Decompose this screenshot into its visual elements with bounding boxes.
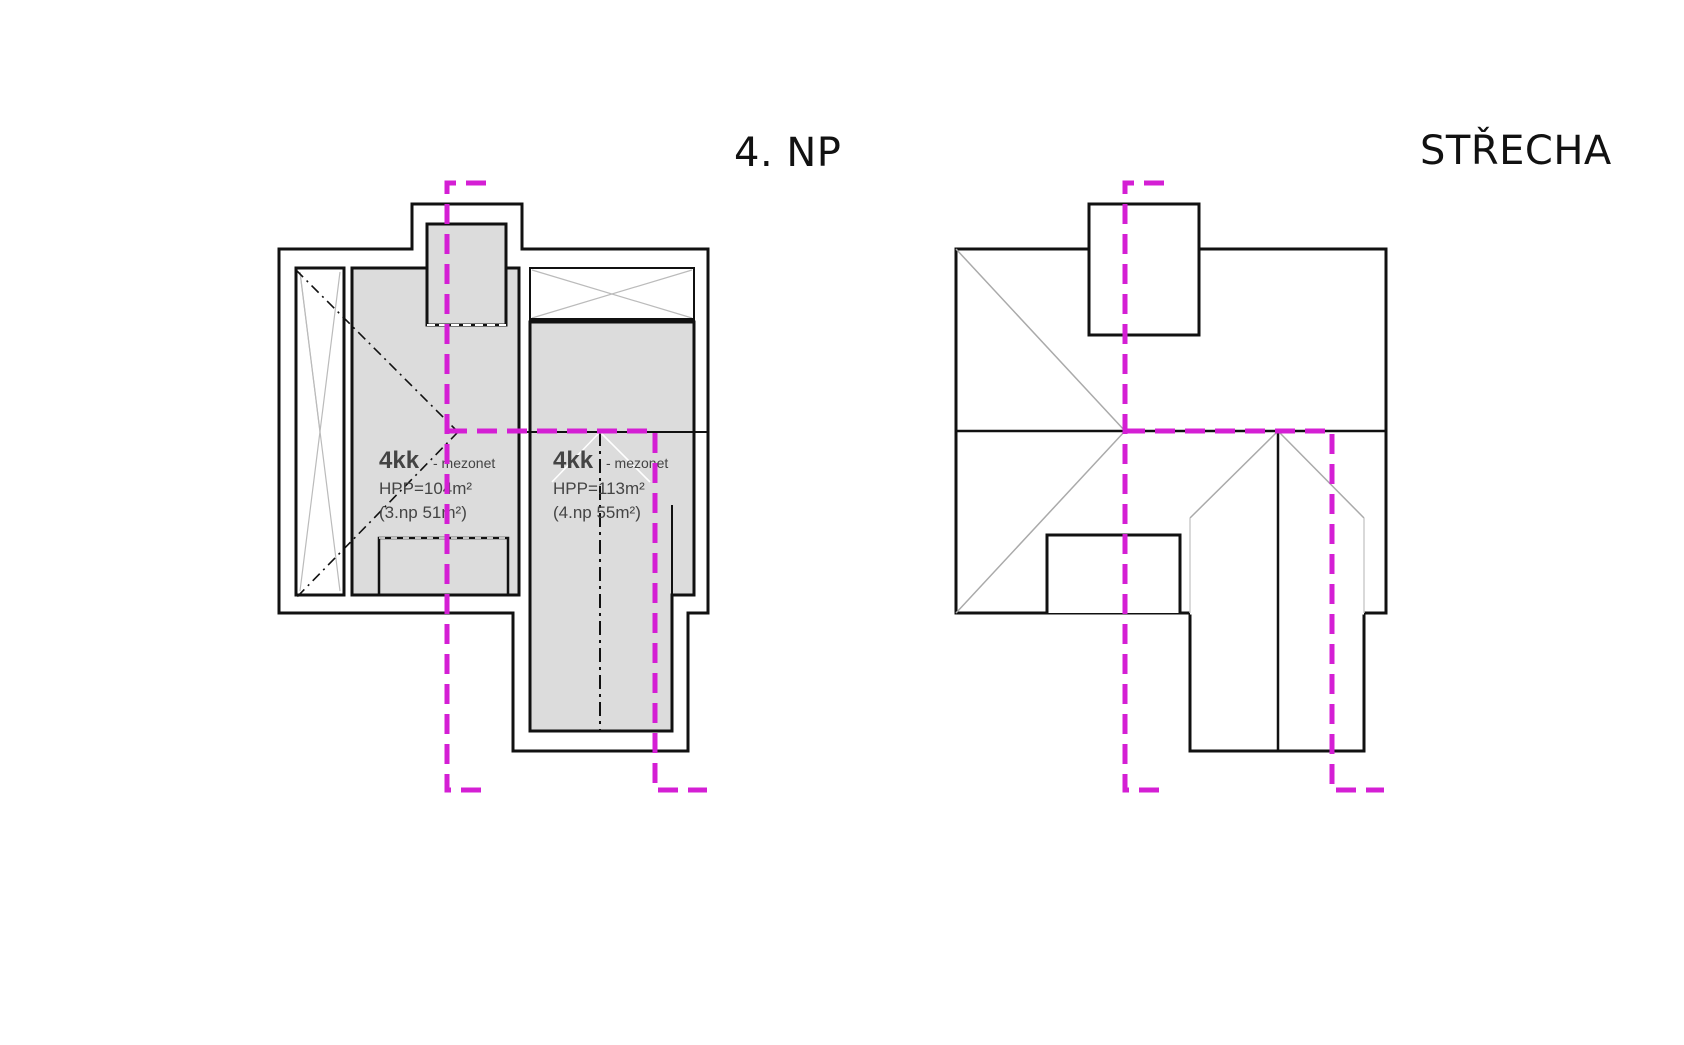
plan-roof <box>954 180 1388 793</box>
plan-4np: 4kk - mezonet HPP=104m² (3.np 51m²) 4kk … <box>277 180 710 793</box>
unit-right-area-text: HPP=113m² <box>553 479 645 498</box>
roof-top-box <box>1087 202 1201 337</box>
unit-label-right: 4kk - mezonet HPP=113m² (4.np 55m²) <box>553 447 668 522</box>
unit-right-name: 4kk <box>553 447 594 474</box>
unit-right-note: (4.np 55m²) <box>553 503 641 522</box>
floor-plan-title-4np: 4. NP <box>734 130 842 176</box>
unit-left-note: (3.np 51m²) <box>379 503 467 522</box>
building-outline-4np <box>277 202 710 753</box>
unit-right-area <box>519 267 708 733</box>
section-lines-4np <box>444 180 707 793</box>
unit-left-type: - mezonet <box>433 455 495 471</box>
left-terrace <box>294 266 346 597</box>
unit-right-type: - mezonet <box>606 455 668 471</box>
unit-left-area-text: HPP=104m² <box>379 479 472 498</box>
section-lines-roof <box>1122 180 1384 793</box>
floor-plan-title-roof: STŘECHA <box>1420 128 1612 174</box>
unit-left-name: 4kk <box>379 447 420 474</box>
roof-dormer-box <box>1045 533 1182 613</box>
